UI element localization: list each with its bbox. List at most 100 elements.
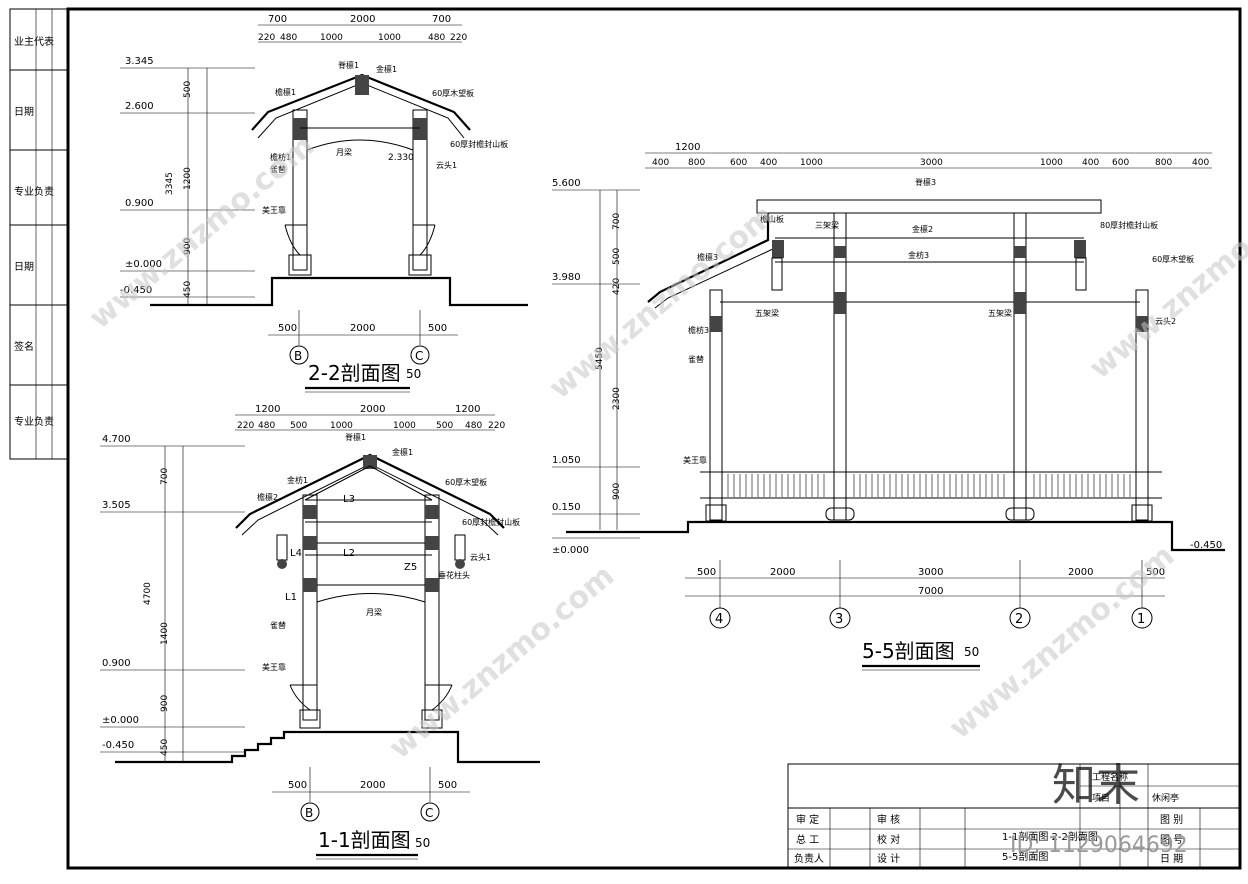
s22-elev-4: ±0.000 (125, 259, 162, 270)
s11-vdim-4: 900 (160, 695, 170, 712)
s11-topdim-3: 1200 (455, 404, 480, 415)
watermark-logo: 知末 (1052, 760, 1140, 811)
s55-note-13: 美王靠 (683, 455, 707, 465)
s55-vdim-1: 700 (612, 213, 622, 230)
s22-axis-c-label: C (415, 349, 423, 363)
tb-r3c1: 负责人 (794, 852, 824, 865)
s55-vdim-5: 2300 (612, 387, 622, 410)
s22-bdim-2: 2000 (350, 323, 375, 334)
s11-note-9: L1 (285, 592, 297, 603)
s11-subdim-5: 1000 (393, 421, 416, 431)
s22-title: 2-2剖面图 (308, 361, 401, 385)
s55-topdim-12: 400 (1192, 158, 1209, 168)
s22-elev-1: 3.345 (125, 56, 154, 67)
s11-note-7: L4 (290, 548, 302, 559)
s55-bdim-3: 3000 (918, 567, 943, 578)
s55-bdim-1: 500 (697, 567, 716, 578)
s55-note-1: 脊檩3 (915, 177, 936, 187)
s22-note-8: 60厚封檐封山板 (450, 139, 508, 149)
s55-topdim-9: 400 (1082, 158, 1099, 168)
s11-bdim-1: 500 (288, 780, 307, 791)
watermark-5: www.znzmo.com (1083, 178, 1248, 386)
s11-note-6: L2 (343, 548, 355, 559)
s11-topdim-1: 1200 (255, 404, 280, 415)
s11-note-16: 美王靠 (262, 662, 286, 672)
s55-axis-2 (1009, 607, 1031, 629)
s55-note-5: 檐山板 (760, 214, 784, 224)
s22-subdim-6: 220 (450, 33, 467, 43)
s11-axis-c-label: C (425, 806, 433, 820)
s11-subdim-6: 500 (436, 421, 453, 431)
s22-subdim-5: 480 (428, 33, 445, 43)
s11-bdim-2: 2000 (360, 780, 385, 791)
s11-subdim-4: 1000 (330, 421, 353, 431)
s11-note-5: L3 (343, 494, 355, 505)
tb-r1c3: 审 核 (877, 813, 900, 826)
s22-vdim-4: 900 (183, 238, 193, 255)
s22-note-9: 云头1 (436, 160, 457, 170)
s55-vdim-4: 5450 (595, 347, 605, 370)
strip-label-4: 日期 (14, 261, 34, 273)
s22-note-2: 金檩1 (376, 64, 397, 74)
s22-elev-5: -0.450 (120, 285, 152, 296)
s11-axis-b-label: B (305, 806, 313, 820)
section-1-1: 1200 2000 1200 220 480 500 1000 1000 500… (100, 404, 540, 860)
s22-note-6: 月梁 (336, 148, 352, 157)
s11-vdim-2: 4700 (143, 582, 153, 605)
s11-elev-3: 0.900 (102, 658, 131, 669)
s55-axis-4-label: 4 (715, 612, 723, 627)
s55-note-14: 雀替 (688, 354, 704, 364)
tb-item-label: 项目 (1092, 793, 1110, 804)
s22-vdim-2: 1200 (183, 167, 193, 190)
s11-vdim-5: 450 (160, 739, 170, 756)
s22-note-1: 脊檩1 (338, 60, 359, 70)
drawing-frame (66, 7, 1242, 870)
s11-note-3: 檐檩2 (257, 492, 278, 502)
tb-r3c3: 设 计 (877, 852, 900, 865)
s11-axis-b (300, 802, 320, 822)
s55-bdim-4: 2000 (1068, 567, 1093, 578)
s55-elev-2: 3.980 (552, 272, 581, 283)
s55-note-9: 五架梁 (988, 309, 1012, 318)
s55-topdim-11: 800 (1155, 158, 1172, 168)
tb-drawing-title-2: 5-5剖面图 (1002, 850, 1048, 863)
s55-axis-2-label: 2 (1015, 612, 1023, 627)
s55-axis-1-label: 1 (1137, 612, 1145, 627)
s11-elev-1: 4.700 (102, 434, 131, 445)
tb-r2c1: 总 工 (796, 833, 819, 846)
s22-note-5: 雀替 (270, 164, 286, 174)
tb-r2c5: 图 号 (1160, 834, 1183, 846)
title-block: 审 定 审 核 图 别 总 工 校 对 图 号 负责人 设 计 日 期 工程名称… (787, 763, 1241, 869)
s11-scale: 50 (415, 836, 430, 850)
s22-bdim-1: 500 (278, 323, 297, 334)
s22-note-10: 美王靠 (262, 205, 286, 215)
s11-note-15: 云头1 (470, 552, 491, 562)
s22-note-11: 2.330 (388, 153, 414, 163)
s11-title: 1-1剖面图 (318, 828, 411, 852)
s55-note-2: 金檩2 (912, 224, 933, 234)
section-5-5: 1200 400 800 600 400 1000 3000 1000 400 … (552, 142, 1225, 671)
s55-title: 5-5剖面图 (862, 639, 955, 663)
s22-topdim-2: 2000 (350, 14, 375, 25)
s55-axis-4 (709, 607, 731, 629)
s55-topdim-6: 1000 (800, 158, 823, 168)
s55-topdim-1: 1200 (675, 142, 700, 153)
s22-note-3: 檐檩1 (275, 87, 296, 97)
tb-drawing-title-1: 1-1剖面图 2-2剖面图 (1002, 830, 1098, 843)
s11-subdim-8: 220 (488, 421, 505, 431)
s22-note-4: 檐枋1 (270, 152, 291, 162)
s55-total: 7000 (918, 586, 943, 597)
s11-subdim-2: 480 (258, 421, 275, 431)
s11-subdim-1: 220 (237, 421, 254, 431)
s22-axis-c (410, 345, 430, 365)
s55-axis-3-label: 3 (835, 612, 843, 627)
s22-subdim-1: 220 (258, 33, 275, 43)
railing-balusters (727, 474, 1131, 497)
s55-bdim-5: 500 (1146, 567, 1165, 578)
s11-elev-4: ±0.000 (102, 715, 139, 726)
tb-r3c5: 日 期 (1160, 853, 1183, 865)
s55-topdim-5: 400 (760, 158, 777, 168)
s22-axis-b (289, 345, 309, 365)
s11-note-10: 雀替 (270, 620, 286, 630)
